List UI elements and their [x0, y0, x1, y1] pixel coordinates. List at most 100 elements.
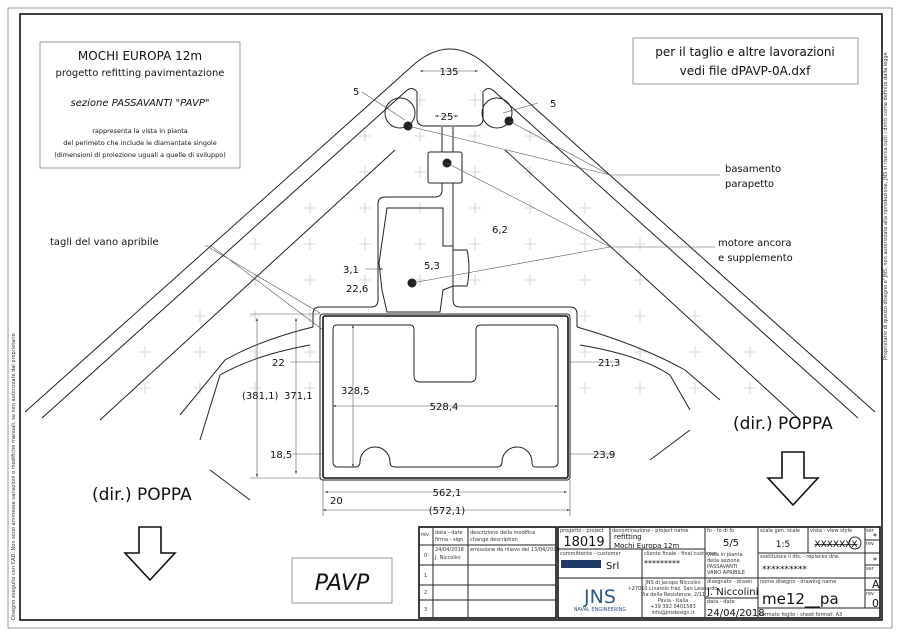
grid-cross	[634, 346, 646, 358]
callout-parapetto: parapetto	[725, 179, 774, 190]
grid-cross	[304, 202, 316, 214]
grid-cross	[579, 346, 591, 358]
scale-value: 1:5	[776, 540, 790, 550]
dim-381-1: (381,1)	[242, 391, 279, 402]
grid-cross	[194, 346, 206, 358]
direction-label-right: (dir.) POPPA	[733, 414, 833, 434]
deck-outline	[24, 48, 876, 421]
grid-cross	[469, 274, 481, 286]
desc-header: descrizione della modifica	[470, 530, 535, 536]
sheet-inner-border	[19, 13, 883, 621]
ser-star: *	[873, 532, 877, 541]
sign-header: firma - sign	[435, 537, 463, 543]
grid-cross	[304, 238, 316, 250]
sheet-desc-3: PASSAVANTI	[707, 564, 737, 570]
grid-crosses	[139, 94, 756, 394]
grid-cross	[414, 166, 426, 178]
dim-5-3: 5,3	[424, 261, 440, 272]
project-number: 18019	[563, 535, 604, 550]
project-subtitle: progetto refitting pavimentazione	[56, 68, 225, 79]
grid-cross	[524, 130, 536, 142]
grid-cross	[359, 202, 371, 214]
dim-18-5: 18,5	[270, 450, 292, 461]
file-note-box: per il taglio e altre lavorazioni vedi f…	[632, 37, 859, 85]
grid-cross	[359, 130, 371, 142]
rev-3: 3	[424, 607, 427, 613]
grid-cross	[469, 166, 481, 178]
part-code-box	[291, 557, 393, 604]
grid-cross	[359, 166, 371, 178]
grid-cross	[139, 382, 151, 394]
customer-redacted-bar	[561, 560, 601, 568]
grid-cross	[634, 310, 646, 322]
grid-cross	[194, 382, 206, 394]
grid-cross	[194, 310, 206, 322]
rev-1: 1	[424, 573, 427, 579]
grid-cross	[304, 346, 316, 358]
date-label: data - date	[707, 599, 735, 605]
note-line-2: del perimeto che include le diamantate s…	[63, 139, 216, 147]
dim-3-1: 3,1	[343, 265, 359, 276]
grid-cross	[579, 202, 591, 214]
dim-21-3: 21,3	[598, 358, 620, 369]
grid-cross	[304, 274, 316, 286]
rev-value: 0	[872, 597, 879, 610]
grid-cross	[249, 310, 261, 322]
sheet-number: 5/5	[723, 538, 739, 549]
sheet-desc-1: vista in pianta	[707, 552, 743, 558]
drawn-label: disegnato - drawn	[707, 579, 752, 585]
grid-cross	[469, 130, 481, 142]
grid-cross	[359, 238, 371, 250]
grid-cross	[524, 166, 536, 178]
grid-cross	[414, 238, 426, 250]
part-code: PAVP	[315, 571, 370, 596]
company-name: JNS di Jacopo Niccolini	[644, 580, 700, 586]
company-address-1: I-27010 Linarolo fraz. San Leonardo	[628, 586, 717, 592]
grid-cross	[579, 382, 591, 394]
company-email: info@jnsdesign.it	[651, 610, 694, 616]
rev-0-sign: J. Niccolini	[434, 555, 461, 561]
dim-572-1: (572,1)	[429, 506, 466, 517]
project-title: MOCHI EUROPA 12m	[78, 49, 202, 63]
grid-cross	[579, 274, 591, 286]
drawing-name: me12__pa	[762, 590, 839, 609]
dim-371-1: 371,1	[284, 391, 313, 402]
dim-5-left: 5	[353, 87, 359, 98]
date-header: data - date	[435, 530, 463, 536]
grid-cross	[579, 238, 591, 250]
rev-0-date: 24/04/2018	[435, 547, 464, 553]
grid-cross	[249, 346, 261, 358]
grid-cross	[744, 346, 756, 358]
rev-0: 0	[424, 553, 427, 559]
grid-cross	[634, 274, 646, 286]
grid-cross	[304, 382, 316, 394]
arrow-down-icon-right	[766, 451, 820, 507]
grid-cross	[579, 310, 591, 322]
company-phone: +39 392 0401583	[650, 604, 696, 610]
drawn-by: J. Niccolini	[706, 587, 758, 598]
dim-328-5: 328,5	[341, 386, 370, 397]
project-label: progetto - project	[560, 528, 604, 534]
grid-cross	[359, 274, 371, 286]
replaces-value: **********	[762, 565, 808, 575]
arrow-down-icon-left	[123, 526, 177, 582]
sheet-desc-2: della sezione	[707, 558, 740, 564]
title-block: rev data - date firma - sign descrizione…	[418, 526, 881, 619]
leader-lines	[204, 91, 720, 331]
section-name: sezione PASSAVANTI "PAVP"	[71, 98, 210, 109]
company-address-3: Pavia - Italia	[658, 598, 689, 604]
rev-header: rev	[421, 532, 429, 538]
denomination-line-1: refitting	[614, 533, 642, 541]
dim-6-2: 6,2	[492, 225, 508, 236]
note-line-1: rappresenta la vista in pianta	[92, 127, 188, 135]
company-address-2: Via della Resistenza, 2/11	[641, 592, 705, 598]
scale-label: scala gen. scale	[760, 528, 800, 534]
callout-supplemento: e supplemento	[718, 253, 793, 264]
drawing-date: 24/04/2018	[707, 608, 765, 619]
view-value: XXXXXXX	[814, 540, 857, 550]
company-logo: JNS	[583, 586, 616, 608]
grid-cross	[414, 274, 426, 286]
grid-cross	[249, 274, 261, 286]
grid-cross	[689, 310, 701, 322]
